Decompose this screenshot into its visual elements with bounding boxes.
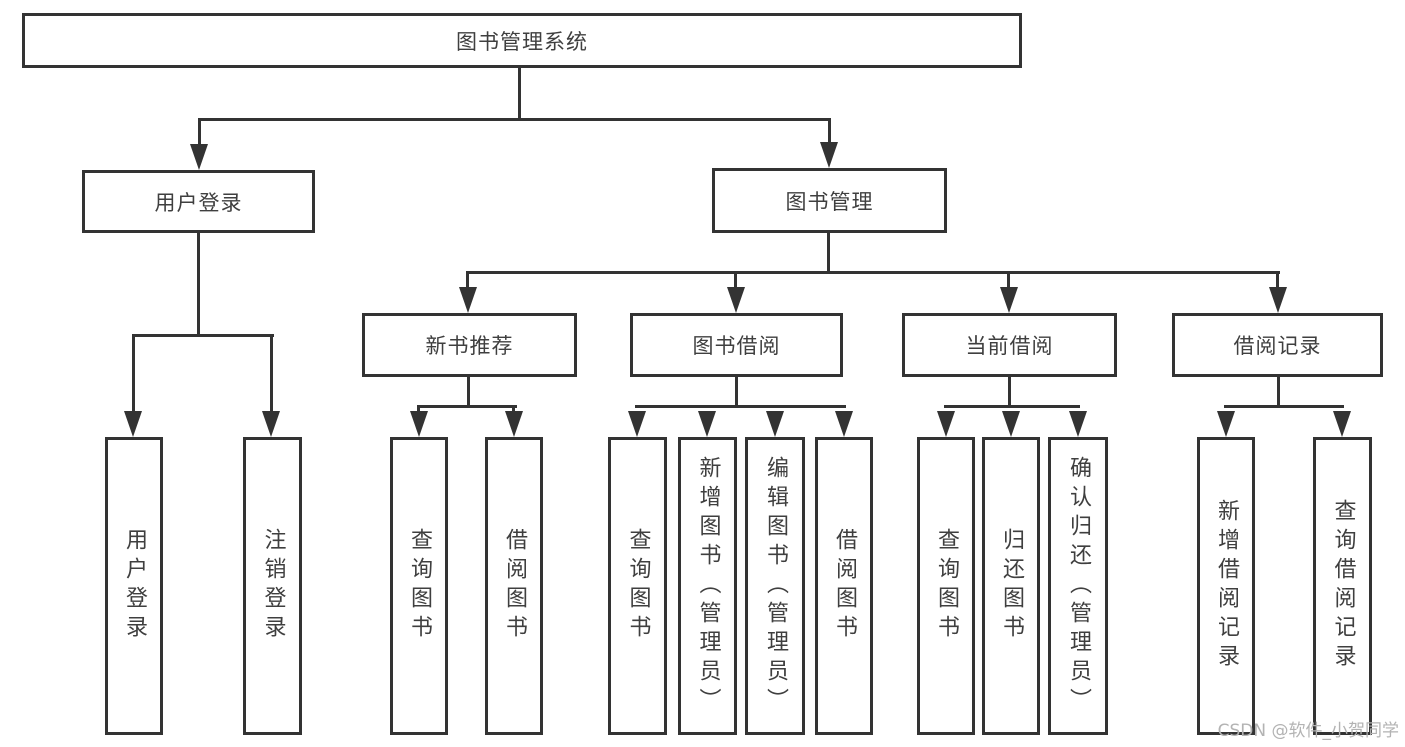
connector-user-login-stem — [197, 233, 200, 336]
arrow-down-icon — [1217, 411, 1235, 437]
connector-drop-current-borrow — [1007, 271, 1010, 291]
connector-borrow-records-branch — [1224, 405, 1344, 408]
connector-new-book-branch — [417, 405, 517, 408]
leaf-label: 借阅图书 — [502, 528, 527, 644]
leaf-add-books-admin: 新增图书（管理员） — [678, 437, 737, 735]
arrow-down-icon — [1269, 287, 1287, 313]
arrow-down-icon — [505, 411, 523, 437]
connector-drop-logout — [270, 334, 273, 414]
connector-drop-borrow-records — [1276, 271, 1279, 291]
node-new-book-recommend: 新书推荐 — [362, 313, 577, 377]
node-current-borrow: 当前借阅 — [902, 313, 1117, 377]
leaf-label: 编辑图书（管理员） — [763, 455, 788, 717]
connector-borrow-records-stem — [1277, 377, 1280, 407]
leaf-label: 查询图书 — [407, 528, 432, 644]
leaf-label: 确认归还（管理员） — [1066, 455, 1091, 717]
node-borrow-records: 借阅记录 — [1172, 313, 1383, 377]
node-label: 当前借阅 — [965, 334, 1054, 358]
node-label: 图书借阅 — [692, 334, 781, 358]
connector-root-branch — [198, 118, 831, 121]
node-label: 用户登录 — [154, 190, 243, 215]
leaf-label: 注销登录 — [260, 528, 286, 644]
node-label: 借阅记录 — [1233, 334, 1322, 358]
leaf-query-borrow-record: 查询借阅记录 — [1313, 437, 1372, 735]
node-book-borrow: 图书借阅 — [630, 313, 843, 377]
connector-drop-book-borrow — [734, 271, 737, 291]
arrow-down-icon — [628, 411, 646, 437]
leaf-label: 查询图书 — [934, 528, 959, 644]
node-book-management: 图书管理 — [712, 168, 947, 233]
connector-drop-new-book — [466, 271, 469, 291]
leaf-return-books: 归还图书 — [982, 437, 1040, 735]
leaf-label: 查询借阅记录 — [1330, 499, 1356, 673]
leaf-add-borrow-record: 新增借阅记录 — [1197, 437, 1255, 735]
arrow-down-icon — [124, 411, 142, 437]
arrow-down-icon — [459, 287, 477, 313]
connector-book-borrow-stem — [735, 377, 738, 407]
arrow-down-icon — [820, 142, 838, 168]
arrow-down-icon — [727, 287, 745, 313]
node-label: 新书推荐 — [425, 334, 514, 358]
arrow-down-icon — [1002, 411, 1020, 437]
connector-root-stem — [518, 66, 521, 119]
arrow-down-icon — [937, 411, 955, 437]
connector-drop-user-login — [198, 118, 201, 146]
leaf-label: 查询图书 — [625, 528, 651, 644]
connector-current-borrow-branch — [944, 405, 1080, 408]
node-label: 图书管理系统 — [456, 29, 588, 54]
connector-book-management-stem — [827, 233, 830, 274]
arrow-down-icon — [190, 144, 208, 170]
arrow-down-icon — [1069, 411, 1087, 437]
leaf-query-books-recommend: 查询图书 — [390, 437, 448, 735]
leaf-logout: 注销登录 — [243, 437, 302, 735]
node-library-management-system: 图书管理系统 — [22, 13, 1022, 68]
leaf-borrow-books-recommend: 借阅图书 — [485, 437, 543, 735]
arrow-down-icon — [1333, 411, 1351, 437]
connector-current-borrow-stem — [1008, 377, 1011, 407]
leaf-query-books-borrow: 查询图书 — [608, 437, 667, 735]
connector-new-book-stem — [467, 377, 470, 407]
node-user-login: 用户登录 — [82, 170, 315, 233]
connector-user-login-branch — [132, 334, 274, 337]
arrow-down-icon — [766, 411, 784, 437]
leaf-label: 归还图书 — [999, 528, 1024, 644]
arrow-down-icon — [410, 411, 428, 437]
leaf-query-books-current: 查询图书 — [917, 437, 975, 735]
leaf-user-login: 用户登录 — [105, 437, 163, 735]
connector-drop-login — [132, 334, 135, 414]
leaf-confirm-return-admin: 确认归还（管理员） — [1048, 437, 1108, 735]
connector-book-borrow-branch — [635, 405, 846, 408]
arrow-down-icon — [1000, 287, 1018, 313]
arrow-down-icon — [835, 411, 853, 437]
connector-drop-book-management — [828, 118, 831, 144]
leaf-label: 借阅图书 — [832, 528, 857, 644]
connector-level3-branch — [466, 271, 1280, 274]
leaf-label: 新增借阅记录 — [1214, 499, 1239, 673]
leaf-label: 新增图书（管理员） — [695, 455, 721, 717]
leaf-label: 用户登录 — [122, 528, 147, 644]
connector-drop — [417, 405, 420, 414]
arrow-down-icon — [262, 411, 280, 437]
connector-drop — [512, 405, 515, 414]
leaf-borrow-books: 借阅图书 — [815, 437, 873, 735]
node-label: 图书管理 — [785, 189, 874, 214]
leaf-edit-books-admin: 编辑图书（管理员） — [745, 437, 805, 735]
arrow-down-icon — [698, 411, 716, 437]
csdn-watermark: CSDN @软件_小贺同学 — [1217, 721, 1399, 741]
